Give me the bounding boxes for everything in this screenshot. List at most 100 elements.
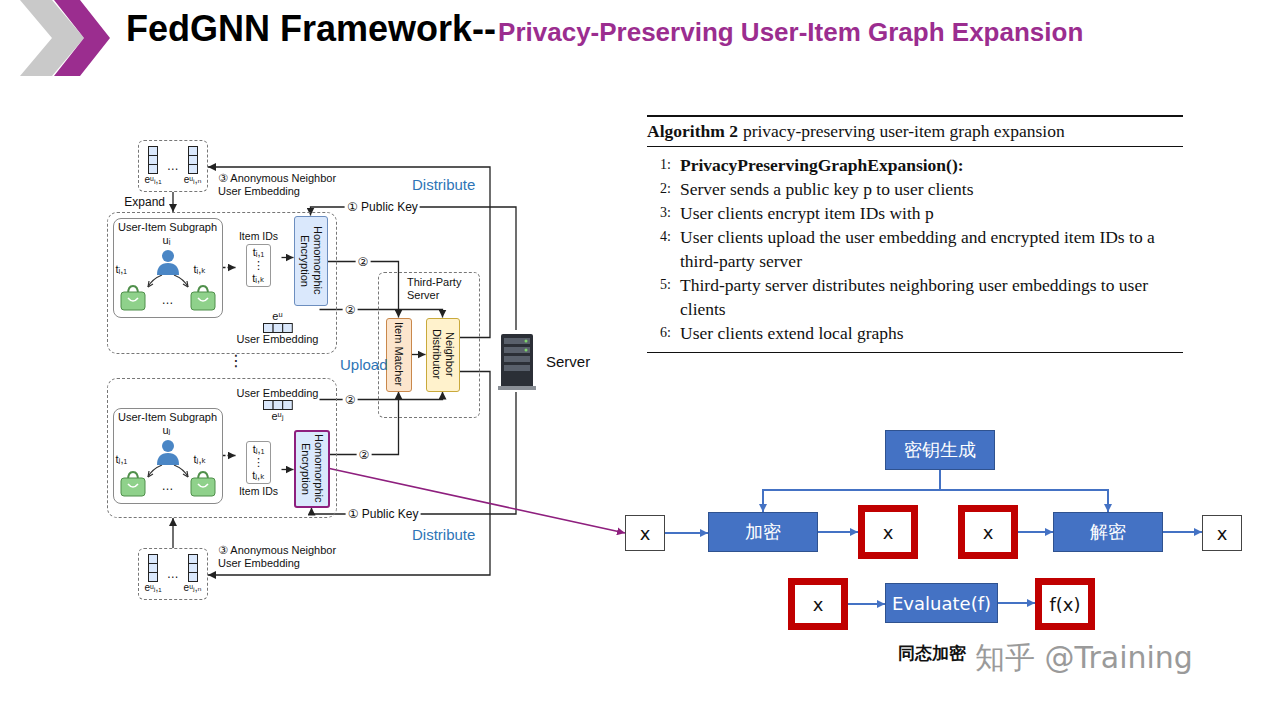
vector-icon [148,146,158,174]
algorithm-step: Third-party server distributes neighbori… [680,273,1183,321]
text-holder: tⱼ,₁ [116,453,128,466]
item-matcher: Item Matcher [386,318,412,392]
subgraph-title: User-Item Subgraph [114,221,222,233]
decrypt-box: 解密 [1053,512,1163,552]
algorithm-step: User clients extend local graphs [680,321,1183,345]
watermark: 知乎 @Training [975,638,1193,679]
algorithm-line: 5:Third-party server distributes neighbo… [647,273,1183,321]
line-number: 5: [647,273,671,321]
item-label: tᵢ,₁ [116,263,128,275]
text-holder: ① Public Key [345,200,420,214]
step-label: 解密 [1090,520,1126,544]
user-icon [156,439,180,465]
connector [320,310,443,318]
line-number: 6: [647,321,671,345]
text-holder: Expand [122,195,167,209]
vertical-label: Neighbor Distributor [430,322,456,388]
vector-icon [148,554,158,582]
edge-label: ② [356,255,371,269]
text-holder: ① Public Key [346,507,421,521]
item-id: tⱼ,ₖ [252,469,265,482]
text-holder: ⋮ [228,352,244,370]
neighbor-distributor: Neighbor Distributor [426,318,460,392]
edge-label: Expand [122,195,167,209]
edge-label: ② [343,393,358,407]
connector [282,257,294,258]
algorithm-line: 1:PrivacyPreservingGraphExpansion(): [647,153,1183,177]
server-label: Server [546,353,590,370]
algorithm-line: 2:Server sends a public key p to user cl… [647,177,1183,201]
value-label: x [1217,523,1228,544]
list-box: tⱼ,₁⋮tⱼ,ₖ [246,441,271,484]
client-box: User-Item Subgraphuᵢ tᵢ,₁ tᵢ,ₖ … Item IDs tᵢ,… [107,212,337,354]
text-holder: tⱼ,ₖ [194,453,207,466]
user-embedding: User Embeddingeᵘⱼ [236,384,320,426]
text-holder: uᵢ [154,234,180,246]
flow-label: Distribute [412,176,475,193]
item-id-list: Item IDstᵢ,₁⋮tᵢ,ₖ [236,220,282,296]
algorithm-caption: privacy-preserving user-item graph expan… [743,119,1065,143]
ellipsis-mark: ⋮ [228,352,244,370]
item-label: tᵢ,ₖ [194,263,207,276]
connector [282,469,294,470]
edge-label: ① Public Key [345,200,420,214]
vector-label: eᵘᵢ,₁ [145,174,162,186]
list-heading: Item IDs [239,230,278,243]
caption-label: 同态加密 [898,642,966,665]
vector-column: eᵘᵢ,₁ [145,146,162,186]
vector-column: eᵘⱼ,₁ [144,554,161,594]
ellipsis-mark: … [167,567,179,581]
text-holder: … [156,293,180,307]
server: Server [496,330,596,392]
connector [412,354,426,355]
line-number: 3: [647,201,671,225]
encrypt-box: 加密 [708,512,818,552]
vector-icon [263,400,293,410]
item-label: tⱼ,ₖ [194,453,207,466]
item-id-list: tⱼ,₁⋮tⱼ,ₖItem IDs [236,432,282,508]
vector-label: eᵘᵢ,ₙ [184,174,202,186]
chevron-logo [54,0,110,76]
edge-label: ② [357,448,372,462]
slide-subtitle: Privacy-Preserving User-Item Graph Expan… [498,17,1083,48]
algorithm-line: 4:User clients upload the user embedding… [647,225,1183,273]
title-row: FedGNN Framework--Privacy-Preserving Use… [126,8,1083,50]
algorithm-body: 1:PrivacyPreservingGraphExpansion():2:Se… [647,147,1183,351]
vector-icon [188,146,198,174]
slide-title: FedGNN Framework-- [126,8,496,50]
step-label: 加密 [745,520,781,544]
step-label: Evaluate(f) [892,593,991,614]
connector [1163,531,1202,533]
connector [172,518,173,548]
embedding-label: eᵘ [272,310,282,323]
vector-icon [263,323,293,333]
neighbor-embedding-box: eᵘⱼ,₁…eᵘⱼ,ₙ [138,548,208,600]
item-icon [190,471,216,497]
server-icon [498,332,536,390]
connector [320,392,443,400]
subgraph-box: User-Item Subgraphuᵢ tᵢ,₁ tᵢ,ₖ … [113,218,223,318]
algorithm-box: Algorithm 2privacy-preserving user-item … [647,115,1183,353]
connector [818,531,858,533]
edge-label: ③ Anonymous Neighbor User Embedding [216,544,346,570]
item-icon [120,471,146,497]
subgraph-title: User-Item Subgraph [114,411,222,423]
connector [1018,531,1053,533]
text-holder: ② [356,255,371,269]
connector [311,207,517,330]
algorithm-name: Algorithm 2 [647,119,738,143]
neighbor-embedding-box: eᵘᵢ,₁…eᵘᵢ,ₙ [138,140,208,192]
text-holder: … [156,479,180,493]
connector [223,455,236,456]
text-holder: ② [343,393,358,407]
edge-label: ① Public Key [346,507,421,521]
edge-label: ③ Anonymous Neighbor User Embedding [216,172,346,198]
flow-label: Distribute [412,526,475,543]
encryption-box: Homomorphic Encryption [294,430,330,508]
text-holder: ③ Anonymous Neighbor User Embedding [216,544,346,570]
item-id: tᵢ,ₖ [252,272,265,285]
evaluate-box: Evaluate(f) [885,583,998,623]
item-id: tᵢ,₁ [253,246,265,259]
third-party-server: Third-Party ServerItem MatcherNeighbor D… [378,272,480,418]
line-number: 1: [647,153,671,177]
